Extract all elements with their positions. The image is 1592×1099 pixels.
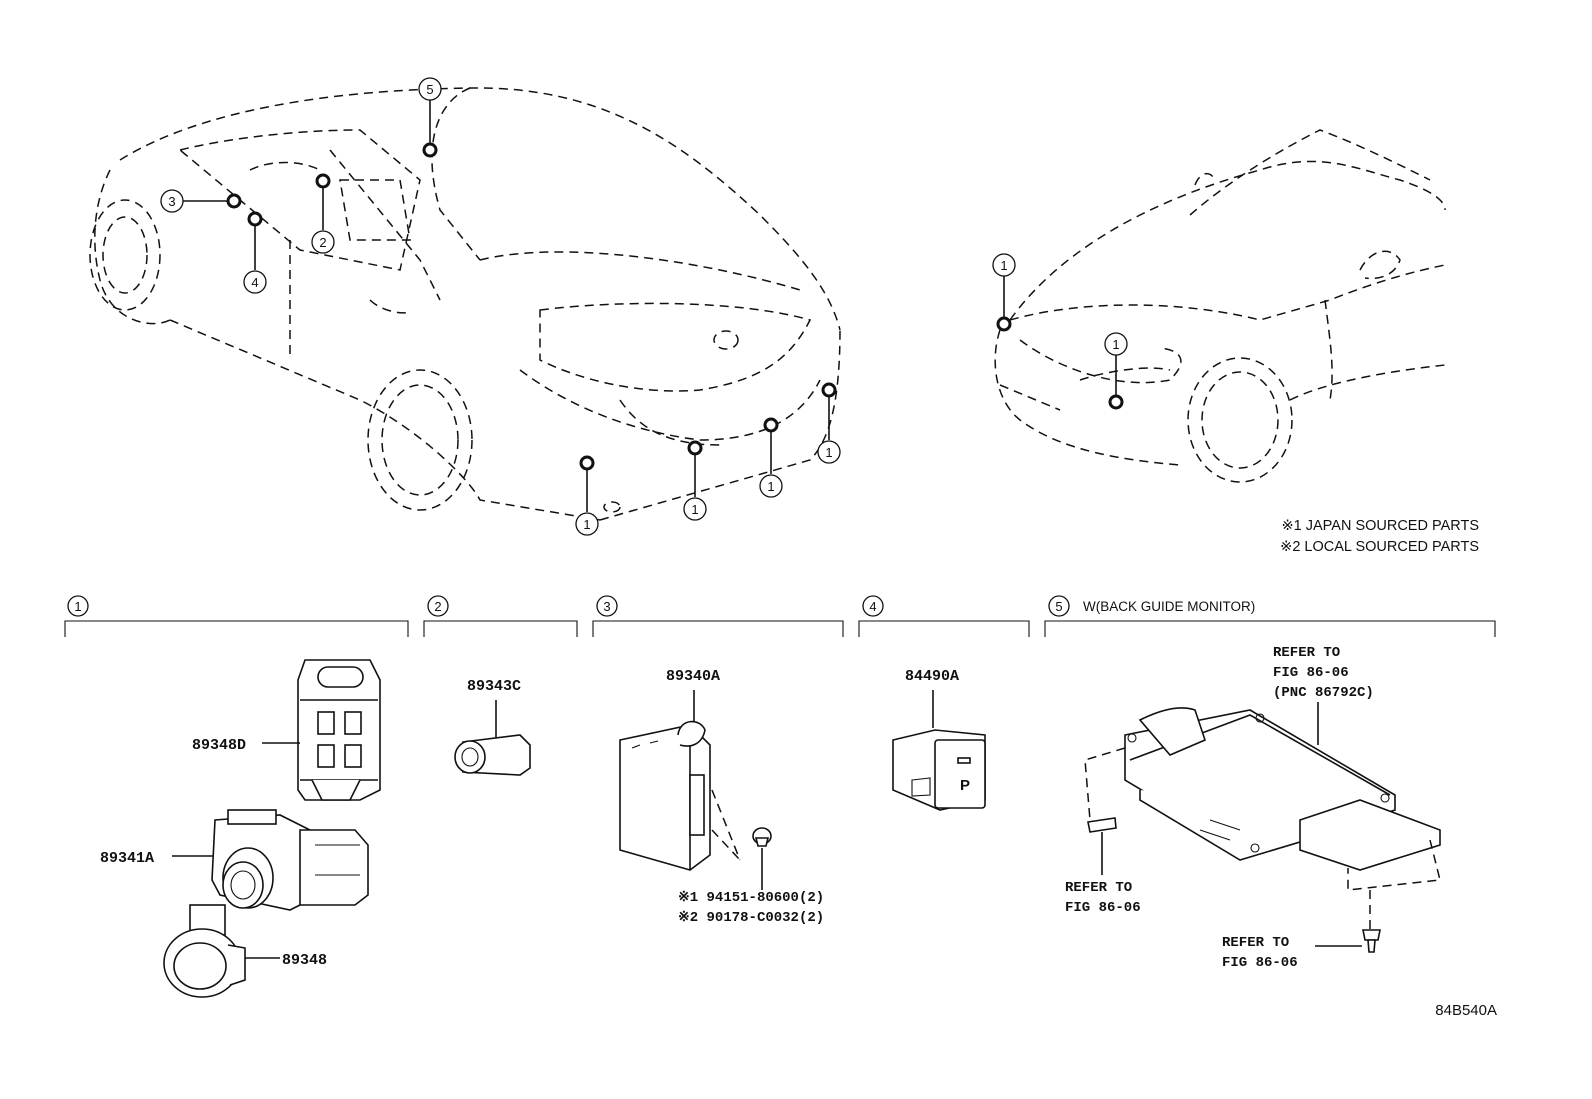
diagram-code: 84B540A: [1435, 1002, 1497, 1019]
callout-1: 1: [691, 502, 698, 517]
callout-1: 1: [1000, 258, 1007, 273]
section-number-3: 3: [603, 599, 610, 614]
part-screw-japan-label: ※1 94151-80600(2): [678, 890, 824, 906]
section-5-parts: REFER TO FIG 86-06 (PNC 86792C) REFER TO…: [1065, 645, 1441, 971]
sensor-holder-89348: [163, 904, 246, 998]
callout-1: 1: [583, 517, 590, 532]
camera-ecu-assembly: [1124, 707, 1441, 871]
section-number-1: 1: [74, 599, 81, 614]
callout-3: 3: [168, 194, 175, 209]
ref-1-line1: REFER TO: [1273, 645, 1340, 661]
part-89348d-label: 89348D: [192, 737, 246, 754]
buzzer-89343c: [454, 734, 531, 776]
ref-3-line1: REFER TO: [1222, 935, 1289, 951]
parking-switch-84490a: P: [892, 729, 986, 811]
section-5-label: W(BACK GUIDE MONITOR): [1083, 599, 1255, 614]
part-89340a-label: 89340A: [666, 668, 720, 685]
callout-4: 4: [251, 275, 258, 290]
parking-sensor-89341a: [211, 809, 369, 911]
rear-car-illustration: 1 1 1 1 5 2 3 4: [89, 77, 841, 536]
ref-1-line2: FIG 86-06: [1273, 665, 1349, 681]
part-84490a-label: 84490A: [905, 668, 959, 685]
section-number-5: 5: [1055, 599, 1062, 614]
sensor-ecu-89340a: [619, 720, 711, 871]
screw-part: [752, 827, 772, 847]
part-89348-label: 89348: [282, 952, 327, 969]
ref-2-line1: REFER TO: [1065, 880, 1132, 896]
section-number-4: 4: [869, 599, 876, 614]
sensor-retainer-89348d: [297, 659, 381, 801]
clip-part: [1087, 817, 1117, 833]
ref-3-line2: FIG 86-06: [1222, 955, 1298, 971]
callout-1: 1: [825, 445, 832, 460]
ref-2-line2: FIG 86-06: [1065, 900, 1141, 916]
callout-2: 2: [319, 235, 326, 250]
section-1-parts: 89348D 89341A 89348: [100, 659, 381, 998]
front-car-illustration: 1 1: [992, 129, 1446, 483]
part-screw-local-label: ※2 90178-C0032(2): [678, 910, 824, 926]
section-number-2: 2: [434, 599, 441, 614]
section-3-parts: 89340A ※1 94151-80600(2) ※2 90178-C0032(…: [619, 668, 824, 926]
callout-1: 1: [767, 479, 774, 494]
section-2-parts: 89343C: [454, 678, 531, 776]
section-4-parts: 84490A P: [892, 668, 986, 811]
ref-1-line3: (PNC 86792C): [1273, 685, 1374, 701]
part-89343c-label: 89343C: [467, 678, 521, 695]
callout-1: 1: [1112, 337, 1119, 352]
note-japan-sourced: ※1 JAPAN SOURCED PARTS: [1282, 518, 1479, 534]
note-local-sourced: ※2 LOCAL SOURCED PARTS: [1280, 539, 1479, 555]
section-headers: 1 2 3 4 5 W(BACK GUIDE MONITOR): [64, 595, 1496, 637]
callout-5: 5: [426, 82, 433, 97]
bolt-part: [1362, 929, 1381, 953]
switch-p-icon: P: [960, 777, 970, 794]
part-89341a-label: 89341A: [100, 850, 154, 867]
